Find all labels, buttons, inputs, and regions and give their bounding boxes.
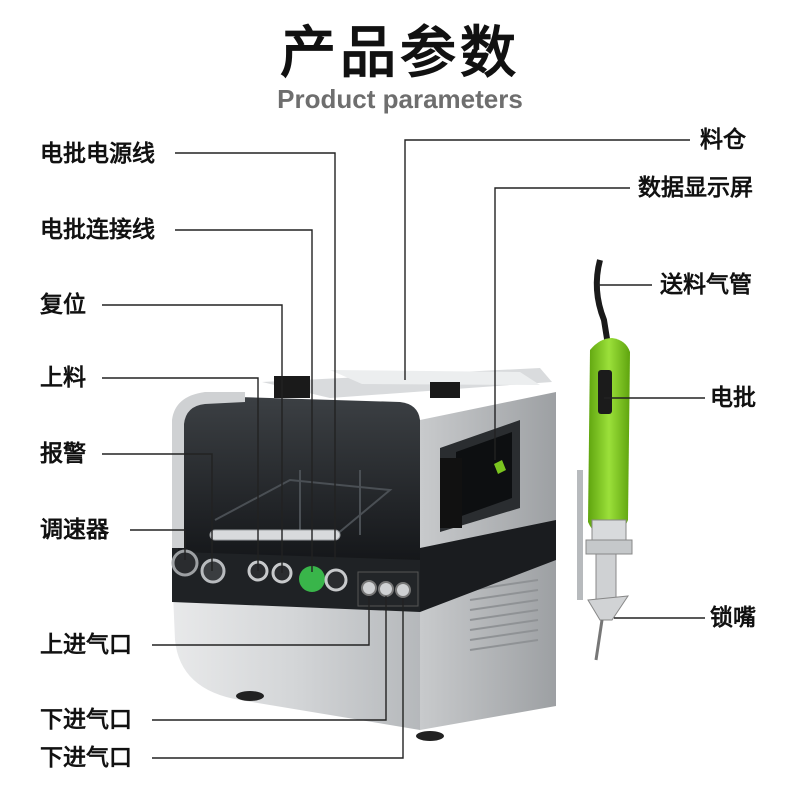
- label-alarm: 报警: [40, 441, 86, 467]
- label-lower-air-inlet-1: 下进气口: [40, 707, 132, 733]
- label-screwdriver: 电批: [710, 385, 756, 411]
- screwdriver-illustration: [577, 259, 633, 661]
- label-hopper: 料仓: [700, 127, 746, 153]
- label-lower-air-inlet-2: 下进气口: [40, 745, 132, 771]
- machine-body: [171, 368, 556, 741]
- label-feed: 上料: [40, 365, 86, 391]
- label-display: 数据显示屏: [638, 175, 753, 201]
- page-subtitle: Product parameters: [277, 84, 523, 114]
- label-connect-cable: 电批连接线: [40, 217, 155, 243]
- page-title: 产品参数: [280, 21, 520, 86]
- label-speed-control: 调速器: [40, 517, 109, 543]
- label-upper-air-inlet: 上进气口: [40, 632, 132, 658]
- label-feed-air-pipe: 送料气管: [660, 272, 752, 298]
- label-nozzle: 锁嘴: [710, 605, 756, 631]
- label-power-cable: 电批电源线: [40, 141, 155, 167]
- label-reset: 复位: [40, 292, 86, 318]
